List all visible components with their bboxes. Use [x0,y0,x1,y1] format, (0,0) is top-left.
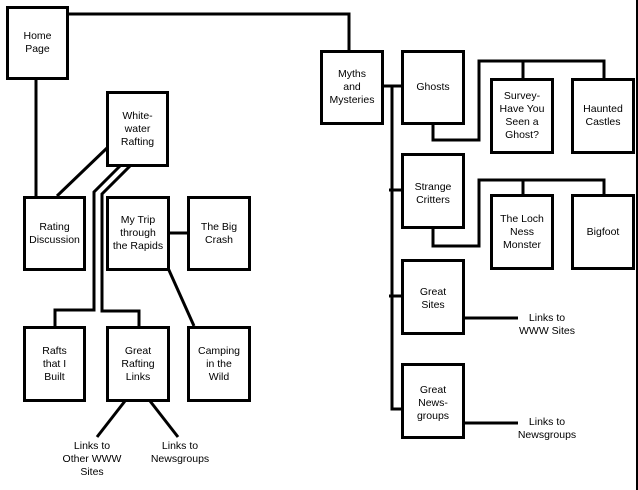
edge-myths-spine [390,86,402,411]
node-ghosts: Ghosts [401,50,465,125]
node-big-crash: The Big Crash [187,196,251,271]
node-bigfoot: Bigfoot [571,194,635,270]
label-links-newsgroups-left: Links to Newsgroups [150,440,210,465]
edge-home-myths [68,12,351,51]
edge-mytrip-camping [166,267,196,327]
node-great-rafting-links: Great Rafting Links [106,326,170,402]
node-great-newsgroups: Great News- groups [401,363,465,439]
edge-whitewater-rating [55,146,109,198]
node-haunted-castles: Haunted Castles [571,78,635,154]
node-my-trip: My Trip through the Rapids [106,196,170,271]
edge-critters-children [431,178,606,248]
node-whitewater-rafting: White- water Rafting [106,91,169,167]
edge-raftinglinks-newsgroups [148,400,180,438]
node-survey: Survey- Have You Seen a Ghost? [490,78,554,154]
label-links-newsgroups-right: Links to Newsgroups [517,416,577,441]
node-myths-mysteries: Myths and Mysteries [320,50,384,125]
node-rafts-built: Rafts that I Built [23,326,86,402]
node-camping-wild: Camping in the Wild [187,326,251,402]
edge-ghosts-children [431,59,606,142]
edge-raftinglinks-otherwww [95,400,127,438]
right-frame-border [636,0,638,490]
edge-whitewater-raftinglinks [100,164,141,326]
label-links-other-www: Links to Other WWW Sites [62,440,122,478]
edge-whitewater-rafts [53,164,122,326]
node-strange-critters: Strange Critters [401,153,465,229]
node-loch-ness: The Loch Ness Monster [490,194,554,270]
node-great-sites: Great Sites [401,259,465,335]
label-links-www-sites: Links to WWW Sites [519,312,575,337]
node-home-page: Home Page [6,6,69,80]
node-rating-discussion: Rating Discussion [23,196,86,271]
